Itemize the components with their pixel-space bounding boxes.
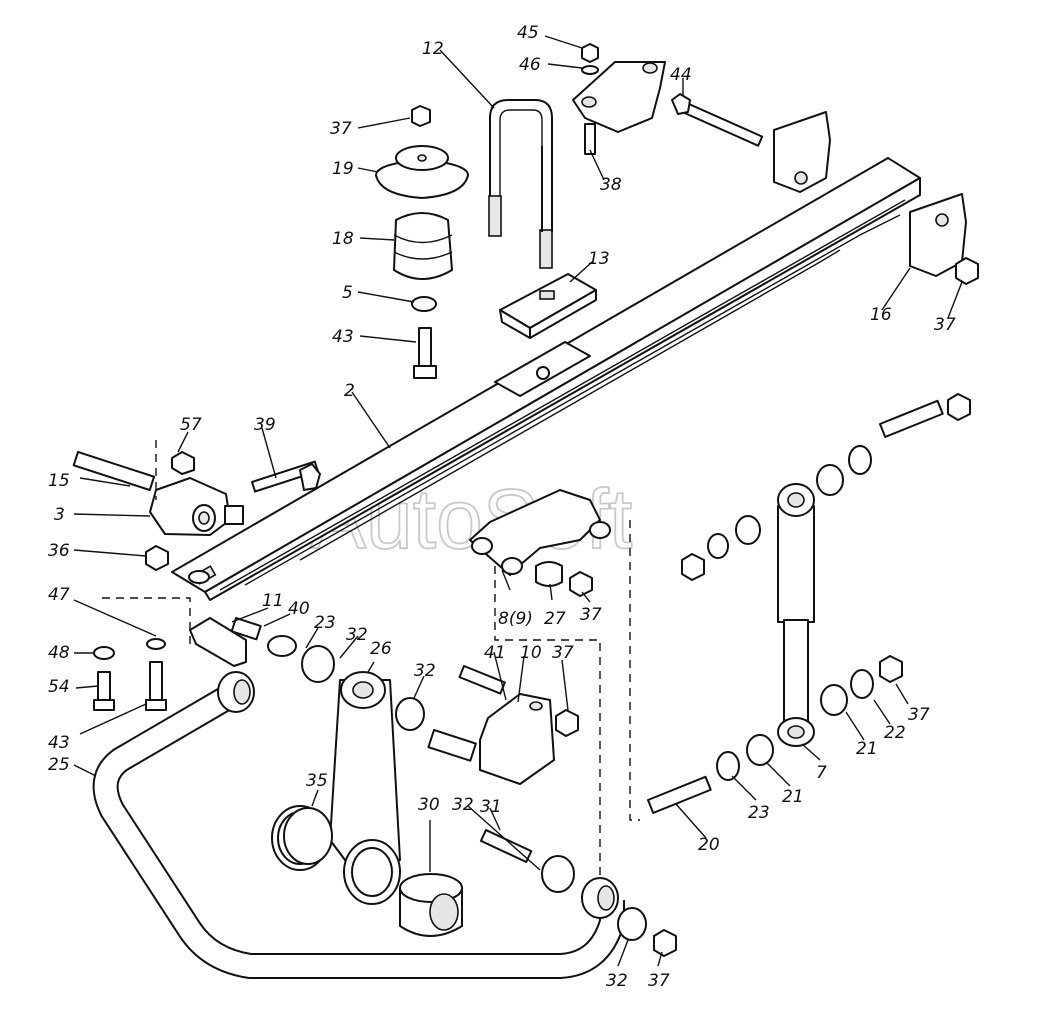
callout-30: 30 [418, 795, 440, 815]
callout-46: 46 [519, 55, 541, 75]
callout-37: 37 [552, 643, 574, 663]
callout-21: 21 [782, 787, 804, 807]
callout-27: 27 [544, 609, 566, 629]
callout-2: 2 [344, 381, 355, 401]
callout-13: 13 [588, 249, 610, 269]
callout-37: 37 [934, 315, 956, 335]
callout-37: 37 [648, 971, 670, 991]
callout-41: 41 [484, 643, 506, 663]
stabilizer-link [329, 671, 401, 905]
shock-bracket [469, 489, 640, 880]
callout-11: 11 [262, 591, 284, 611]
callout-32: 32 [606, 971, 628, 991]
callout-57: 57 [180, 415, 202, 435]
callout-43: 43 [332, 327, 354, 347]
callout-37: 37 [580, 605, 602, 625]
callout-12: 12 [422, 39, 444, 59]
callout-37: 37 [330, 119, 352, 139]
callout-19: 19 [332, 159, 354, 179]
callout-18: 18 [332, 229, 354, 249]
callout-23: 23 [748, 803, 770, 823]
callout-40: 40 [288, 599, 310, 619]
rubber-cushion [399, 873, 463, 937]
callout-32: 32 [346, 625, 368, 645]
callout-5: 5 [342, 283, 353, 303]
link-bracket [427, 665, 579, 785]
bump-stop-assembly [375, 105, 469, 379]
callout-32: 32 [414, 661, 436, 681]
u-bolt [488, 99, 553, 269]
callout-47: 47 [48, 585, 70, 605]
callout-31: 31 [480, 797, 502, 817]
callout-3: 3 [54, 505, 65, 525]
callout-35: 35 [306, 771, 328, 791]
callout-54: 54 [48, 677, 70, 697]
shock-absorber [777, 483, 815, 747]
callout-45: 45 [517, 23, 539, 43]
callout-15: 15 [48, 471, 70, 491]
callout-7: 7 [816, 763, 827, 783]
stabilizer-bar [92, 671, 625, 979]
callout-44: 44 [670, 65, 692, 85]
callout-32: 32 [452, 795, 474, 815]
callout-26: 26 [370, 639, 392, 659]
callout-37: 37 [908, 705, 930, 725]
callout-labels: 45 46 12 44 37 19 38 18 13 5 16 37 43 2 … [48, 23, 956, 991]
shock-hardware [647, 393, 971, 814]
spring-pad [499, 273, 597, 339]
callout-21: 21 [856, 739, 878, 759]
leader-lines [73, 35, 963, 967]
callout-16: 16 [870, 305, 892, 325]
o-ring [283, 807, 333, 865]
stabilizer-clamp [93, 597, 297, 711]
upper-bracket [572, 43, 979, 285]
callout-43: 43 [48, 733, 70, 753]
callout-10: 10 [520, 643, 542, 663]
callout-48: 48 [48, 643, 70, 663]
spring-eye-bracket [72, 440, 321, 571]
callout-8-9: 8(9) [498, 609, 533, 629]
callout-25: 25 [48, 755, 70, 775]
callout-36: 36 [48, 541, 70, 561]
callout-22: 22 [884, 723, 906, 743]
callout-38: 38 [600, 175, 622, 195]
callout-23: 23 [314, 613, 336, 633]
leaf-spring [171, 157, 921, 601]
callout-39: 39 [254, 415, 276, 435]
callout-20: 20 [698, 835, 720, 855]
